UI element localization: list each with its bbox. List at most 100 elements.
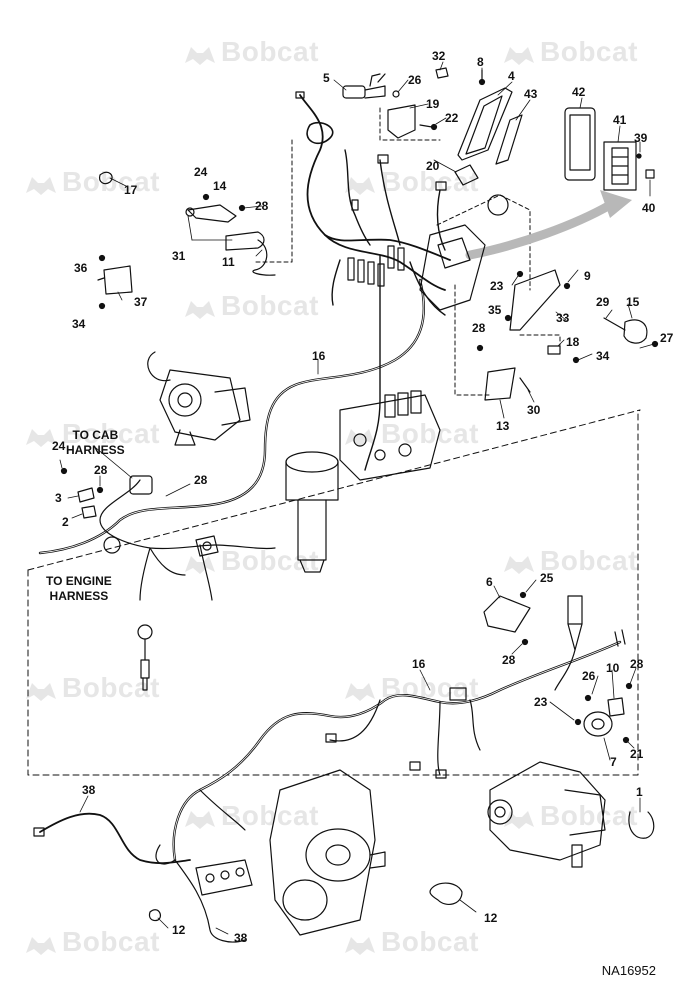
callout-28: 28	[502, 653, 516, 667]
note-line: TO ENGINE	[46, 574, 112, 588]
part-4-fuse-relay-cover	[457, 87, 513, 161]
watermark-logo: Bobcat	[343, 418, 479, 450]
leader-lines	[59, 61, 655, 935]
part-11-sensor	[225, 231, 276, 276]
watermark-logo: Bobcat	[24, 418, 160, 450]
harness-connector	[449, 687, 467, 701]
part-27-screw	[651, 340, 659, 348]
callout-31: 31	[172, 249, 186, 263]
callout-5: 5	[323, 71, 330, 85]
callout-33: 33	[556, 311, 570, 325]
bobcat-logo-icon	[183, 805, 217, 831]
watermark-logo: Bobcat	[183, 290, 319, 322]
harness-branch	[199, 789, 246, 831]
part-19-plate	[387, 104, 416, 139]
part-200-connector	[195, 535, 219, 557]
watermark-logo: Bobcat	[502, 545, 638, 577]
callout-16: 16	[312, 349, 326, 363]
part-13-bracket	[484, 367, 516, 401]
callout-3: 3	[55, 491, 62, 505]
callout-28: 28	[472, 321, 486, 335]
part-42-fuse-box	[564, 107, 596, 181]
part-25-screw	[519, 591, 527, 599]
part-30-screw	[519, 377, 531, 393]
part-9-screw	[563, 282, 571, 290]
callout-27: 27	[660, 331, 674, 345]
part-36-screw	[98, 254, 106, 262]
part-28-screw	[476, 344, 484, 352]
part-35-screw	[504, 314, 512, 322]
main-harness-16-lower	[173, 641, 621, 861]
callout-17: 17	[124, 183, 138, 197]
callout-labels: 32 8 4 43 42 5 26 19 22 41 39 20 40 17 2…	[52, 49, 674, 945]
note-line: HARNESS	[66, 443, 125, 457]
part-12-clamp	[429, 882, 463, 906]
bobcat-logo-icon	[24, 931, 58, 957]
callout-20: 20	[426, 159, 440, 173]
part-1-clamp	[628, 811, 655, 839]
bobcat-logo-icon	[343, 171, 377, 197]
callout-32: 32	[432, 49, 446, 63]
bobcat-logo-icon	[183, 550, 217, 576]
harness-branch	[155, 844, 176, 865]
part-28-screw	[521, 638, 529, 646]
callout-24: 24	[52, 439, 66, 453]
dashed-group-box	[454, 284, 491, 396]
part-33-bracket	[509, 269, 561, 331]
part-22-screw	[419, 124, 433, 128]
callout-26: 26	[408, 73, 422, 87]
callout-28: 28	[630, 657, 644, 671]
callout-24: 24	[194, 165, 208, 179]
callout-2: 2	[62, 515, 69, 529]
hydraulic-pump-assembly	[147, 351, 251, 446]
callout-41: 41	[613, 113, 627, 127]
bobcat-logo-icon	[183, 295, 217, 321]
bobcat-logo-icon	[343, 423, 377, 449]
harness-connector	[33, 827, 45, 837]
callout-1: 1	[636, 785, 643, 799]
callout-8: 8	[477, 55, 484, 69]
part-23-screw	[516, 270, 524, 278]
part-3-clip	[77, 487, 95, 503]
callout-10: 10	[606, 661, 620, 675]
part-24-screw	[202, 193, 210, 201]
callout-14: 14	[213, 179, 227, 193]
callout-39: 39	[634, 131, 648, 145]
callout-19: 19	[426, 97, 440, 111]
callout-12: 12	[172, 923, 186, 937]
harness-38	[39, 812, 191, 865]
part-20-clip	[454, 164, 479, 186]
harness-connector	[325, 733, 337, 743]
harness-branch	[344, 149, 371, 246]
harness-connectors	[295, 91, 447, 287]
note-to-cab-harness: TO CAB HARNESS	[66, 428, 125, 458]
callout-6: 6	[486, 575, 493, 589]
bobcat-logo-icon	[24, 677, 58, 703]
part-39-pin	[636, 153, 642, 159]
callout-11: 11	[222, 255, 235, 269]
dashed-group-box	[253, 139, 293, 263]
sub-harness-left	[99, 475, 276, 601]
part-6-controller	[483, 595, 531, 633]
callout-21: 21	[630, 747, 644, 761]
dashed-section-boundary	[27, 409, 641, 776]
harness-connector	[435, 769, 447, 779]
drive-motor-assembly	[487, 761, 606, 868]
note-line: HARNESS	[49, 589, 109, 603]
callout-4: 4	[508, 69, 515, 83]
watermark-logo: Bobcat	[24, 926, 160, 958]
bobcat-logo-icon	[502, 550, 536, 576]
callout-38: 38	[234, 931, 248, 945]
watermark-logo: Bobcat	[343, 166, 479, 198]
harness-branch	[437, 701, 441, 776]
watermark-logo: Bobcat	[502, 800, 638, 832]
part-15-cap	[623, 319, 648, 344]
callout-12: 12	[484, 911, 498, 925]
part-32-cap	[435, 67, 449, 79]
part-14-sensor	[185, 204, 237, 223]
part-21-screw	[622, 736, 630, 744]
part-41-relay-module	[603, 141, 637, 191]
part-5-connector-bracket	[342, 73, 386, 99]
part-40-relay	[645, 169, 655, 179]
part-7-horn	[583, 711, 613, 737]
